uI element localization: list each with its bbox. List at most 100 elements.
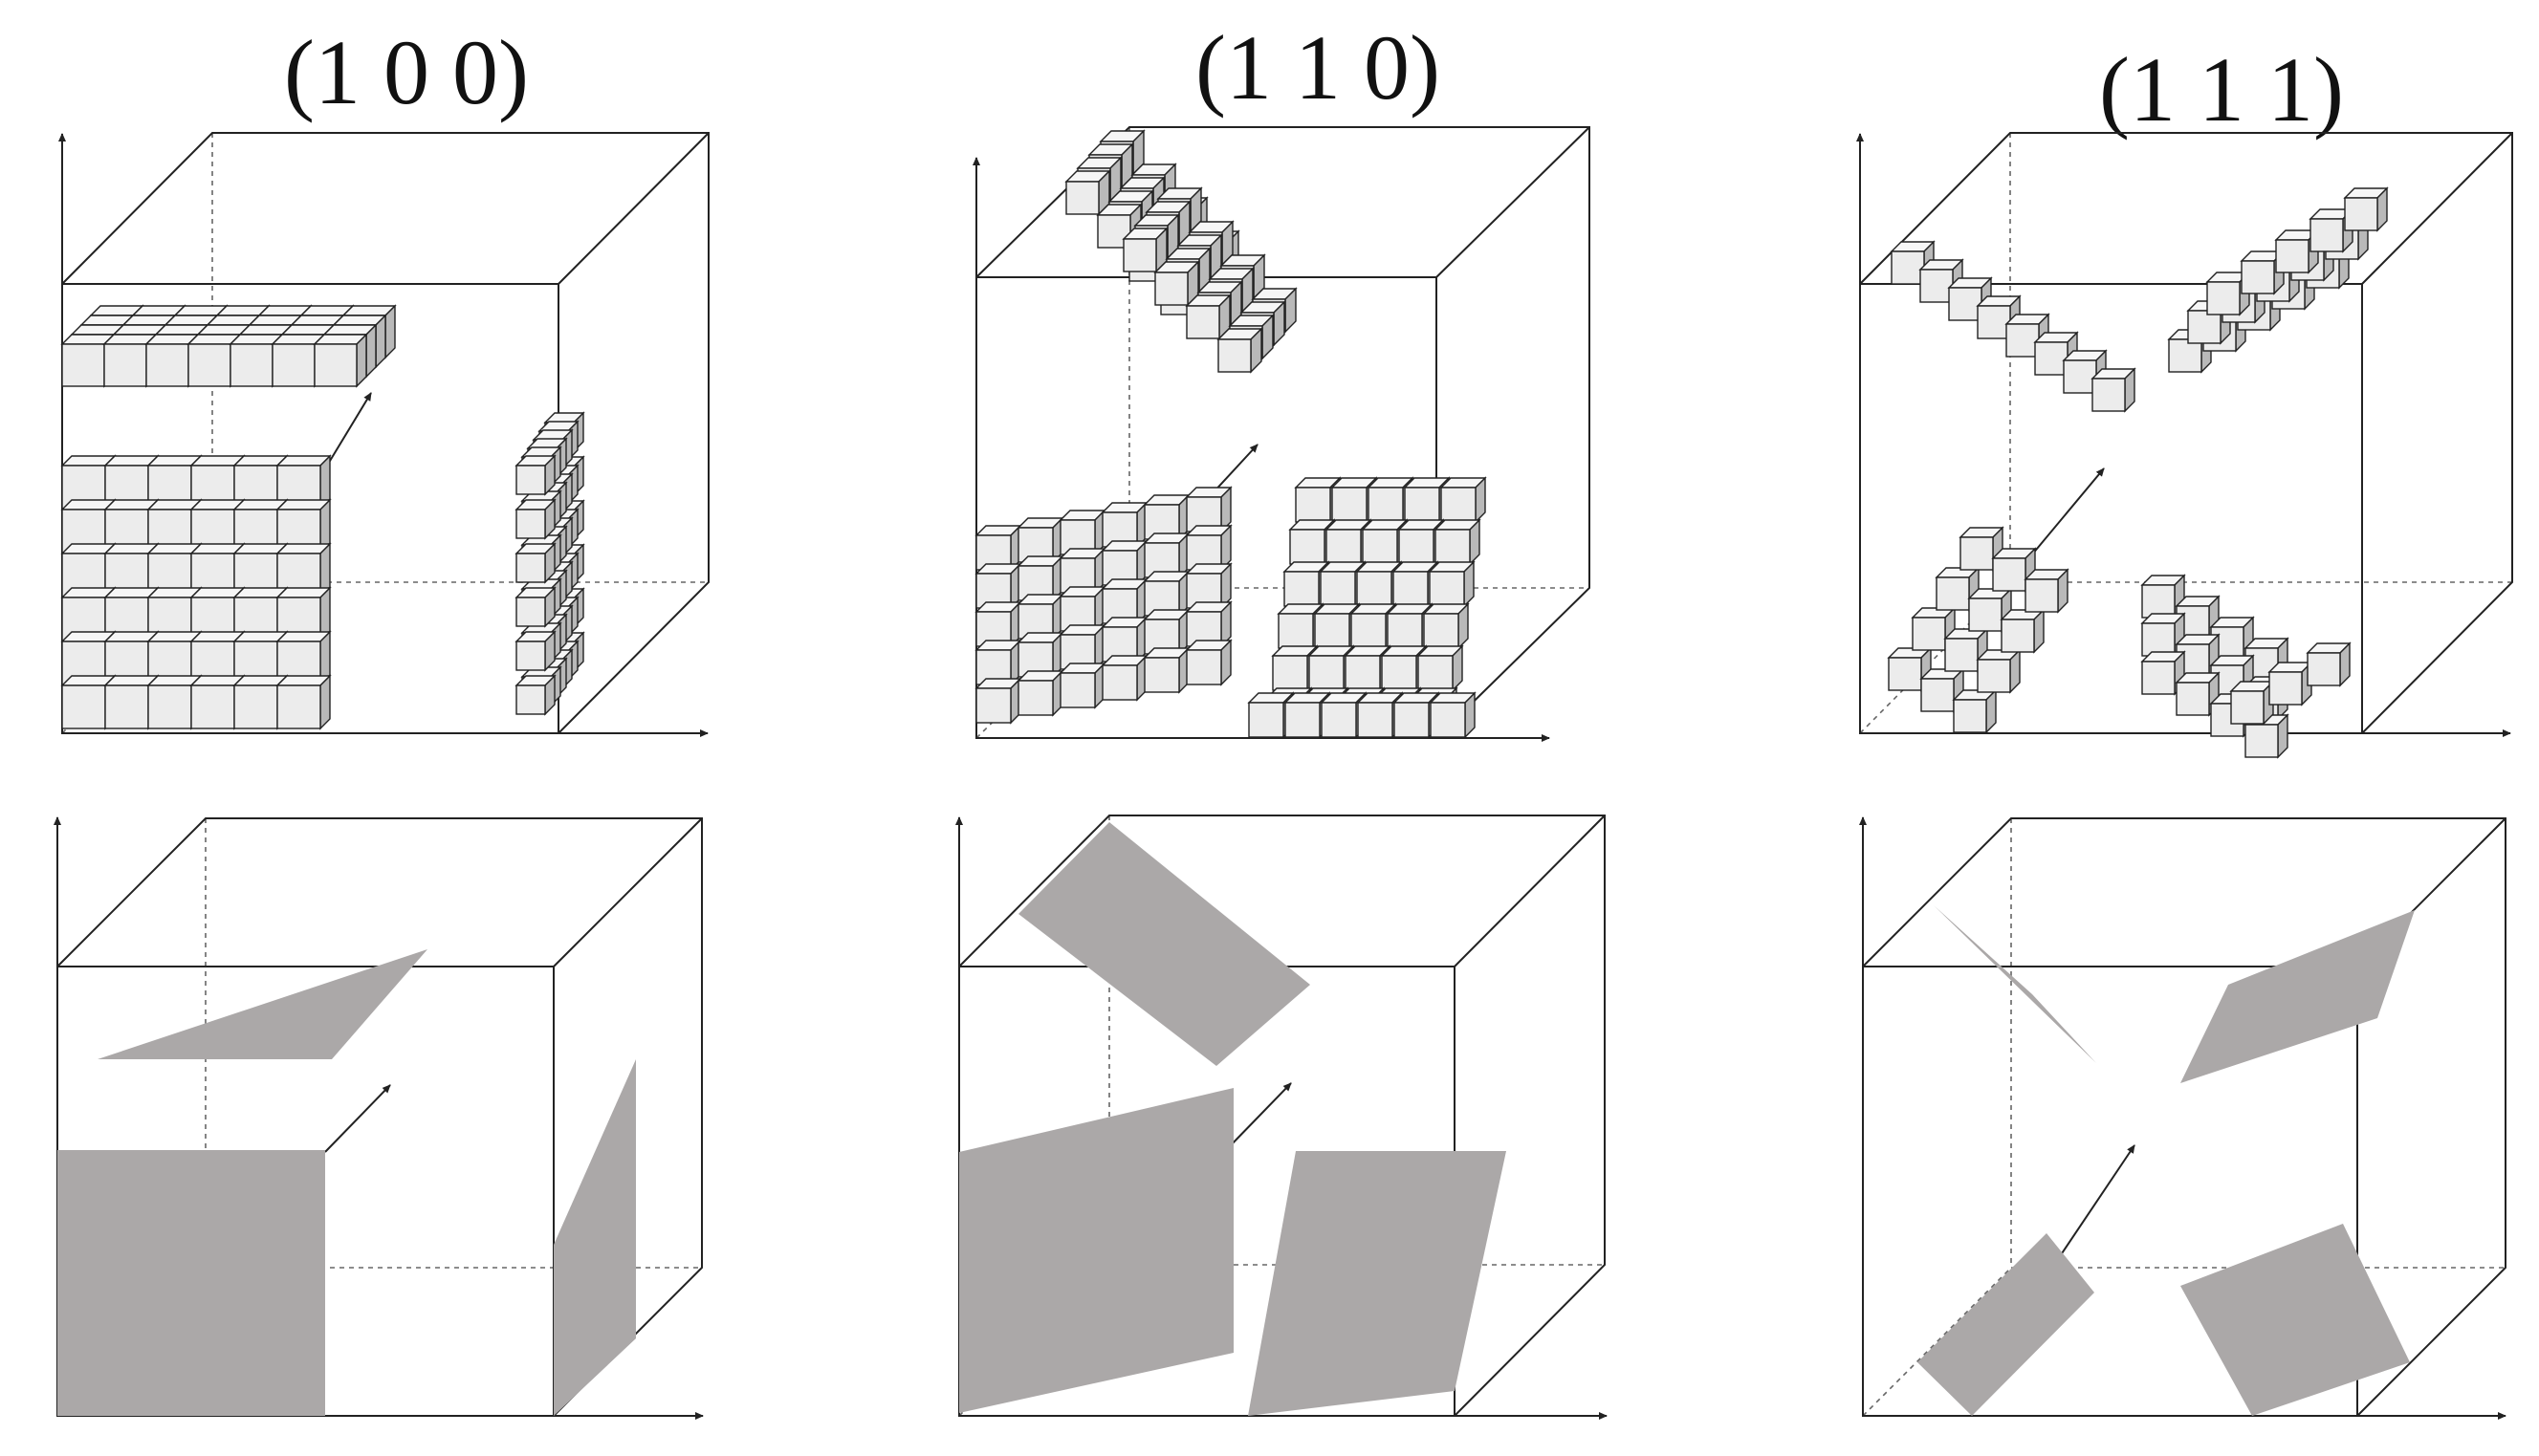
block-front [1398,529,1434,565]
stack-111-ll [1887,526,2069,734]
block-front [1392,571,1429,607]
block-front [1321,702,1357,738]
block-side [319,674,331,730]
block-front [1440,487,1477,523]
block-front [515,509,546,539]
block-front [1272,655,1308,691]
hidden-edge [1859,581,2011,734]
block-front [61,343,105,387]
block-front [1417,655,1454,691]
block-front [1283,571,1320,607]
block-front [2141,622,2176,657]
block-front [272,343,316,387]
top-right-edge [2361,132,2513,285]
block-front [1308,655,1345,691]
block-front [1977,659,2011,693]
block-front [103,343,147,387]
block-front [2187,310,2222,344]
block-front [1936,576,1970,611]
block-front [2025,578,2059,613]
column-label-111: (1 1 1) [2099,38,2344,141]
block-front [515,553,546,583]
block-front [2176,682,2210,716]
block-front [1345,655,1381,691]
block-front [1430,702,1466,738]
hidden-edge [1862,1267,2012,1417]
block-front [515,641,546,671]
block-side [384,304,396,359]
block-front [314,343,358,387]
block-front [104,685,149,729]
block-front [2091,378,2126,412]
block-front [2141,661,2176,695]
block-front [2309,218,2344,252]
y-axis [326,392,372,467]
block-front [1350,613,1387,649]
block-front [2344,197,2378,231]
cube-frame [1859,816,2506,1420]
stack-111-ur [2167,186,2389,374]
block-front [1357,702,1393,738]
block-front [515,465,546,495]
block-front [145,343,189,387]
lattice-plane [59,949,427,1059]
block-side [356,333,367,388]
block-front [61,685,106,729]
block-front [1186,305,1220,339]
block-front [2244,724,2279,758]
lattice-plane [2180,910,2415,1083]
block-front [1404,487,1440,523]
block-front [1953,699,1987,733]
block-front [2168,338,2202,373]
block-front [1284,702,1321,738]
block-front [1920,678,1955,712]
block-front [233,685,278,729]
block-front [2307,652,2341,686]
block-front [1919,269,1954,303]
block-front [230,343,274,387]
block-front [1356,571,1392,607]
block-front [2268,671,2303,706]
column-label-110: (1 1 0) [1195,16,1440,119]
block-front [2275,239,2309,273]
block-front [1948,287,1982,321]
block-side [365,323,377,379]
lattice-plane [959,1088,1234,1413]
cube-frame [1856,132,2513,737]
block-front [2241,260,2275,294]
block-side [375,314,386,369]
top-right-edge [1435,126,1590,278]
block-front [2230,690,2265,725]
block-front [1295,487,1331,523]
stack-100-front [60,454,332,730]
block-front [2001,619,2035,653]
block-front [1368,487,1404,523]
shaded-planes [57,822,2415,1416]
block-front [1977,305,2011,339]
block-front [147,685,192,729]
lattice-plane [57,1150,325,1416]
block-front [1393,702,1430,738]
block-front [2206,281,2241,315]
lattice-plane [1934,905,2096,1063]
block-front [1959,536,1994,571]
block-front [1423,613,1459,649]
stack-110-right [1247,476,1487,739]
block-front [1186,649,1222,685]
block-front [1968,598,2003,632]
block-front [187,343,231,387]
stack-100-side [514,411,585,716]
lattice-plane [1917,1233,2094,1416]
block-front [276,685,321,729]
lattice-plane [554,1059,636,1416]
column-label-100: (1 0 0) [284,21,529,123]
block-front [1289,529,1325,565]
block-front [2034,341,2068,376]
block-front [1944,638,1979,672]
stack-111-lr [2140,574,2352,759]
block-front [190,685,235,729]
block-front [515,597,546,627]
stack-110-top [1064,129,1298,374]
stack-111-ul [1890,240,2136,413]
